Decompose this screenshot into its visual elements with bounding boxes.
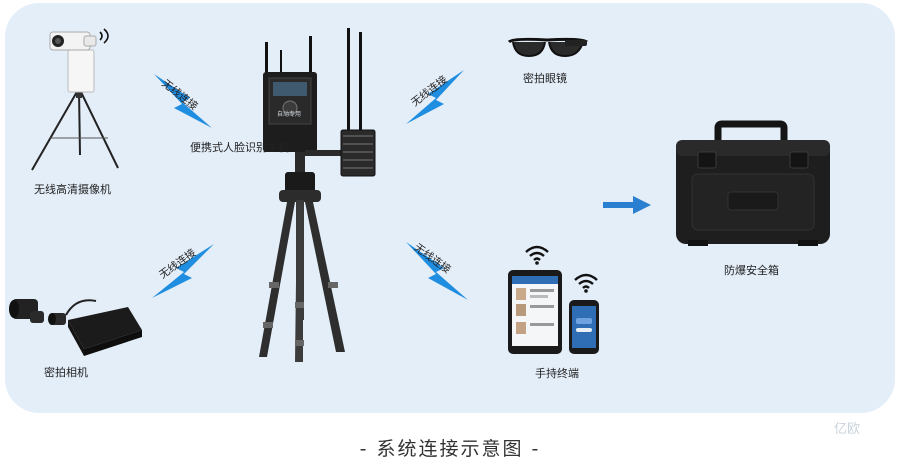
arrow-right-icon: [603, 196, 651, 214]
covert-glasses-label: 密拍眼镜: [523, 72, 567, 85]
wireless-hd-camera-image: [31, 28, 119, 171]
wifi-icon: [574, 273, 598, 293]
wireless-hd-camera-label: 无线高清摄像机: [34, 183, 111, 196]
lightning-bolt-icon: [154, 74, 212, 128]
wifi-icon: [525, 245, 549, 265]
covert-glasses-image: [507, 37, 588, 58]
host-screen-text: 自动专用: [277, 111, 302, 118]
lightning-bolt-icon: [406, 242, 468, 300]
lightning-bolt-icon: [152, 244, 214, 298]
hidden-camera-image: [9, 299, 142, 356]
face-recognition-host-label: 便携式人脸识别主机: [190, 141, 289, 154]
lightning-bolt-icon: [406, 70, 464, 124]
watermark: 亿欧: [834, 422, 861, 437]
face-recognition-host-image: [259, 28, 376, 362]
hidden-camera-label: 密拍相机: [44, 366, 88, 379]
handheld-terminal-image: [508, 270, 599, 354]
explosion-proof-case-label: 防爆安全箱: [724, 264, 779, 277]
diagram-caption: - 系统连接示意图 -: [359, 438, 541, 460]
explosion-proof-case-image: [676, 120, 830, 246]
handheld-terminal-label: 手持终端: [535, 367, 579, 380]
